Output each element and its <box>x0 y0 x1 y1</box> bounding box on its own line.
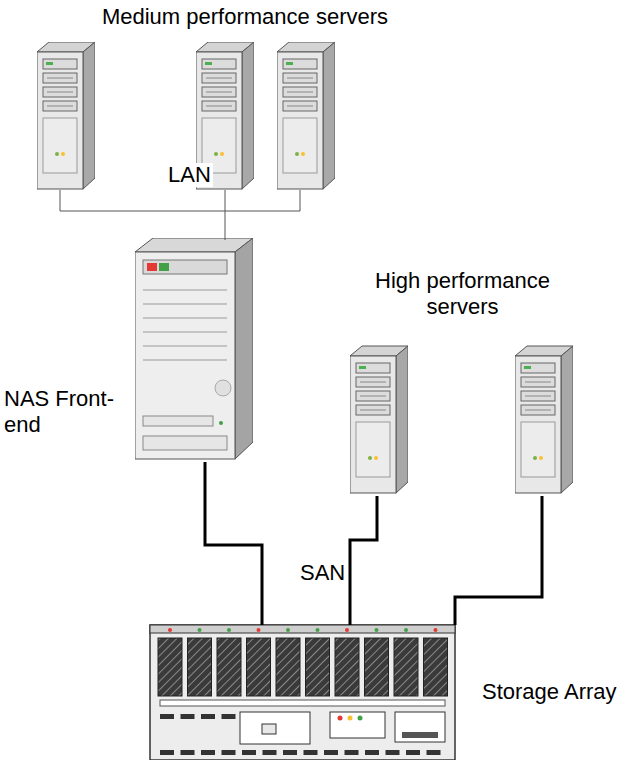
server-icon <box>277 42 335 189</box>
lan-bus <box>60 190 300 211</box>
network-label: LAN <box>166 163 213 187</box>
connector-line <box>225 190 226 240</box>
connector-line <box>205 462 262 625</box>
server-icon <box>515 346 573 493</box>
node-label: Storage Array <box>482 679 632 705</box>
node-label: NAS Front-end <box>4 386 116 438</box>
nas-server: NAS Front-end <box>4 238 254 462</box>
server-icon <box>37 42 95 189</box>
storage-array: Storage Array <box>148 625 634 760</box>
network-label: SAN <box>298 561 347 585</box>
server-icon <box>350 346 408 493</box>
node-label: Medium performance servers <box>35 4 455 30</box>
node-label: High performance servers <box>355 268 570 320</box>
storage-array-icon <box>150 625 455 760</box>
nas-server-icon <box>135 238 253 459</box>
connector-line <box>350 496 542 625</box>
server-group: High performance servers <box>340 266 585 496</box>
server-group: Medium performance servers <box>35 2 455 190</box>
